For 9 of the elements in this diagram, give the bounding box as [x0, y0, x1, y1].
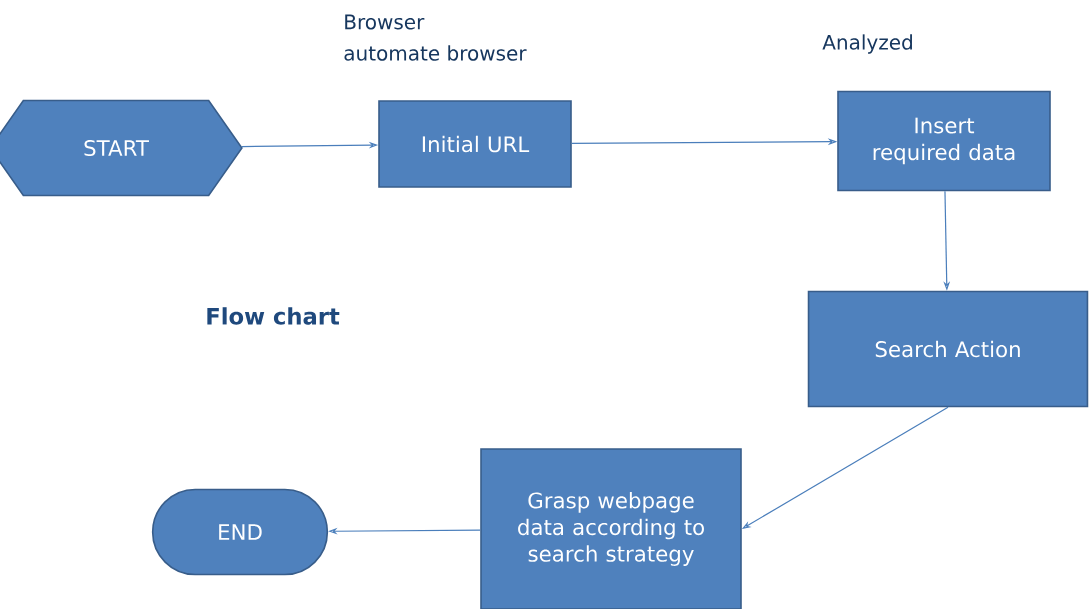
annotation: Analyzed	[822, 34, 912, 54]
annotation: automate browser	[344, 45, 527, 61]
heading: Flow chart	[207, 307, 340, 325]
process-box: Insert required data	[837, 90, 1051, 192]
process-box: Search Action	[807, 290, 1089, 408]
process-box: Grasp webpage data according to search strategy	[480, 448, 742, 609]
process-box: Initial URL	[378, 100, 572, 188]
start-hexagon: START	[0, 99, 243, 197]
annotation: Browser	[345, 14, 425, 30]
